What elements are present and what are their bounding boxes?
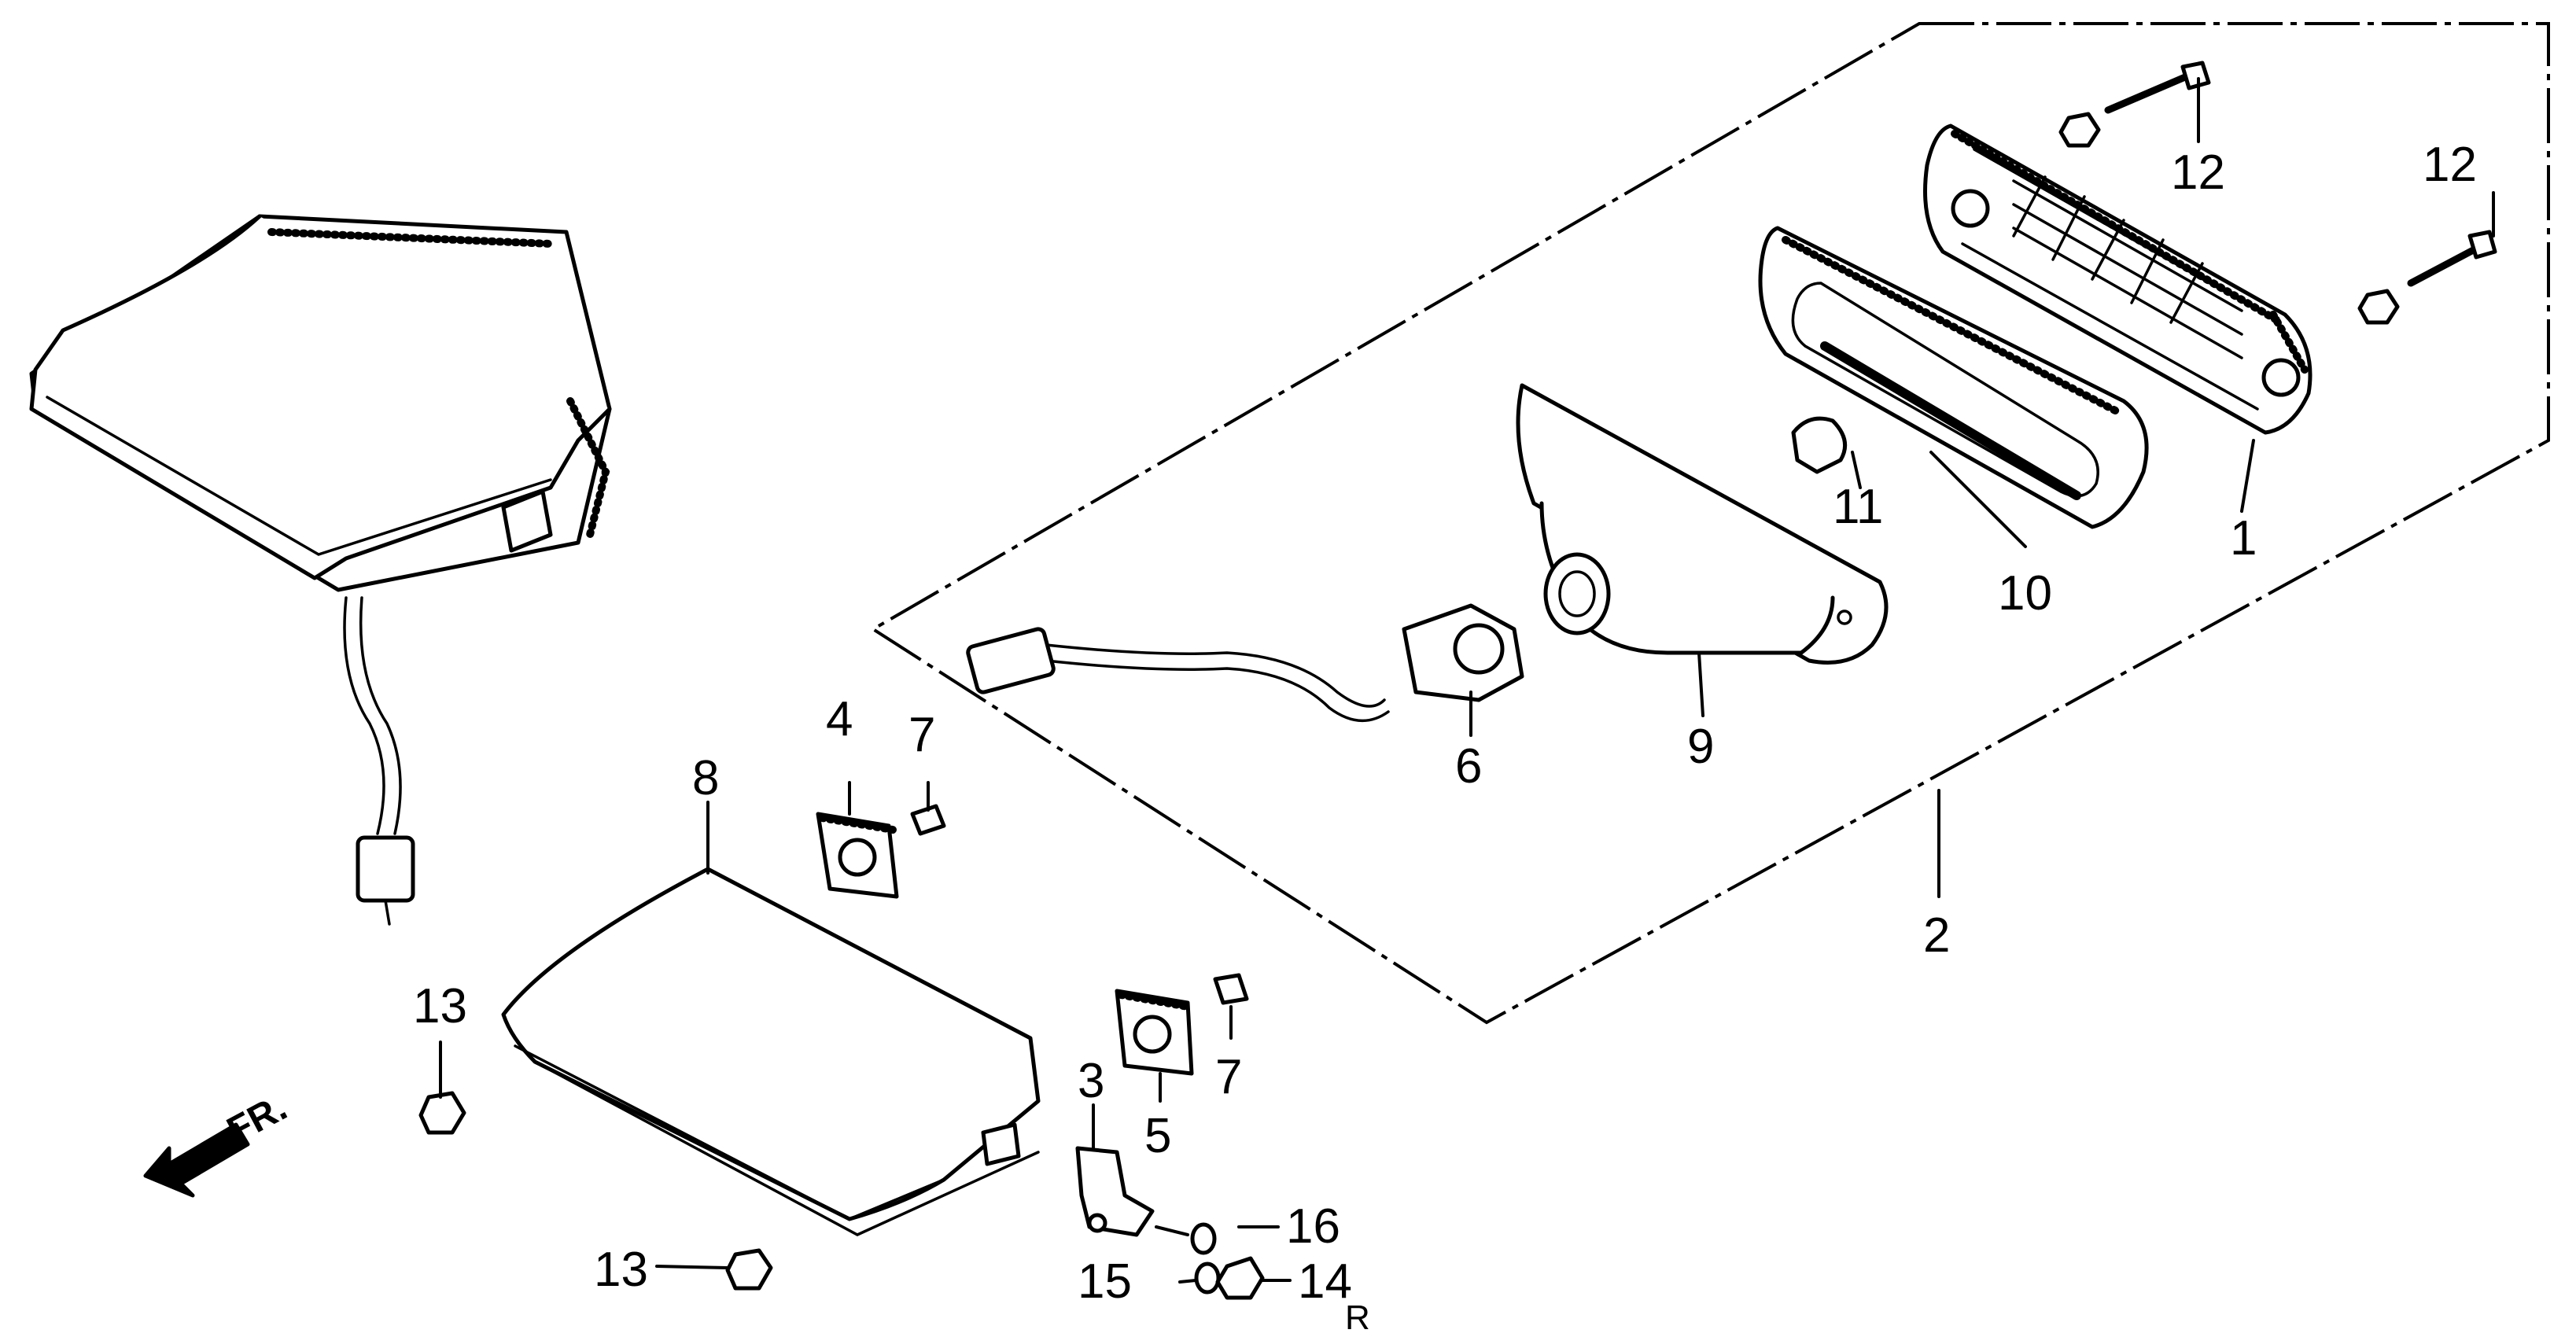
callout-6: 6 (1455, 739, 1482, 794)
part-8-lens-cover (501, 867, 1041, 1236)
callout-12-right: 12 (2423, 138, 2477, 192)
part-3-bracket (1075, 1146, 1155, 1237)
callout-14: 14 (1298, 1254, 1352, 1309)
part-16-spring (1155, 1222, 1217, 1255)
corner-mark: R (1345, 1298, 1370, 1337)
leader-lines (439, 77, 2495, 1284)
part-9-housing (1516, 383, 1889, 665)
callout-12-upper: 12 (2171, 145, 2225, 200)
callout-5: 5 (1144, 1109, 1171, 1163)
part-13-nut-lower (725, 1248, 773, 1291)
assembly-2-boundary (870, 22, 2550, 1025)
callout-9: 9 (1687, 720, 1714, 774)
part-7-bulb-lower (1213, 973, 1249, 1005)
part-1-lens (1923, 123, 2313, 435)
part-6-socket-harness (966, 603, 1524, 722)
callout-11: 11 (1833, 480, 1883, 534)
callout-7-lower: 7 (1215, 1050, 1242, 1104)
part-12-screw-right (2357, 230, 2497, 325)
callout-16: 16 (1286, 1199, 1340, 1254)
part-10-gasket (1758, 226, 2149, 529)
part-11-bulb (1791, 416, 1848, 474)
callout-13-upper: 13 (413, 979, 467, 1033)
part-5-socket-pad (1115, 989, 1194, 1076)
callout-8: 8 (692, 751, 719, 805)
assembled-rear-light (29, 214, 612, 926)
part-4-socket-pad (816, 812, 899, 899)
part-12-screw-upper (2058, 61, 2211, 148)
callout-1: 1 (2230, 511, 2257, 565)
front-direction-arrow: FR. (143, 1087, 293, 1198)
part-13-nut-upper (418, 1091, 466, 1135)
callout-3: 3 (1078, 1054, 1104, 1108)
callout-15: 15 (1078, 1254, 1132, 1309)
callout-7-upper: 7 (908, 708, 935, 762)
callout-10: 10 (1998, 566, 2052, 621)
callout-13-lower: 13 (594, 1243, 648, 1297)
part-15-washer (1194, 1261, 1221, 1295)
part-14-nut (1215, 1256, 1265, 1300)
callout-2: 2 (1923, 908, 1950, 963)
callout-4: 4 (826, 692, 853, 746)
